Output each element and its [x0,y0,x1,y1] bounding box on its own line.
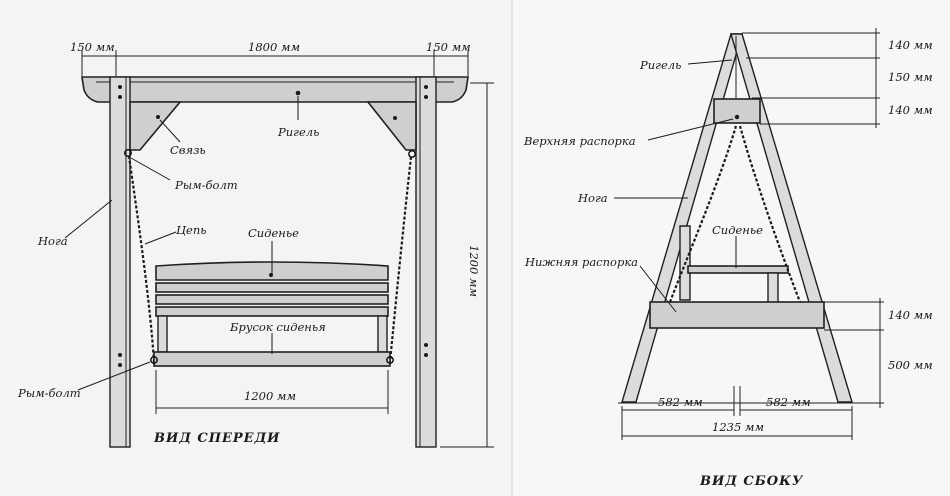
front-seat-post-left [157,315,168,353]
front-view-title: ВИД СПЕРЕДИ [153,431,280,446]
front-top-dimension: 150 мм 1800 мм 150 мм [70,40,471,76]
front-seat-bar [153,351,391,367]
dim-overhang-right: 150 мм [426,40,471,54]
dim-half-right: 582 мм [766,395,811,409]
label-eye-bolt-bottom: Рым-болт [17,386,81,400]
front-seat-dimension: 1200 мм [155,370,389,414]
dim-lower-brace: 140 мм [888,308,933,322]
label-eye-bolt-top: Рым-болт [174,178,238,192]
side-label-beam: Ригель [639,58,681,72]
front-seat-board-2 [155,294,389,305]
side-chain-right [738,125,802,303]
dim-height: 1200 мм [467,245,481,297]
dim-lower-height: 500 мм [888,358,933,372]
side-seat [687,265,789,274]
front-leg-right [415,76,437,448]
dim-span: 1800 мм [248,40,300,54]
front-chain-right [388,156,413,363]
side-label-lower-spacer: Нижняя распорка [524,255,638,269]
front-leg-left [109,76,131,448]
side-view-title: ВИД СБОКУ [699,474,804,489]
label-chain: Цепь [176,223,207,237]
label-leg: Нога [37,234,68,248]
side-label-upper-spacer: Верхняя распорка [523,134,636,148]
front-beam [81,76,469,103]
front-seat-post-right [377,315,388,353]
dim-top-2: 150 мм [888,70,933,84]
side-label-seat: Сиденье [712,223,763,237]
front-seat-board-1 [155,282,389,293]
dim-half-left: 582 мм [658,395,703,409]
dim-seat-width: 1200 мм [244,389,296,403]
side-upper-spacer [713,98,761,124]
front-view: 150 мм 1800 мм 150 мм [17,40,494,448]
side-label-leg: Нога [577,191,608,205]
label-brace: Связь [170,143,206,157]
label-seat-bar: Брусок сиденья [229,320,326,334]
dim-top-1: 140 мм [888,38,933,52]
front-brace-right [366,101,417,151]
side-lower-spacer [649,301,825,329]
side-bottom-dimensions: 582 мм 582 мм 1235 мм [621,386,853,440]
dim-top-3: 140 мм [888,103,933,117]
side-view: 140 мм 150 мм 140 мм 140 мм 500 мм 582 м… [523,28,933,489]
eye-bolt-bottom-right-icon [386,356,394,364]
label-beam: Ригель [277,125,319,139]
dim-base: 1235 мм [712,420,764,434]
dim-overhang-left: 150 мм [70,40,115,54]
side-seat-post [767,272,779,304]
beam-bolt-icon [295,90,301,96]
right-sheet [512,0,950,496]
eye-bolt-bottom-left-icon [150,356,158,364]
side-chain-left [668,125,738,303]
side-right-dimensions: 140 мм 150 мм 140 мм 140 мм 500 мм [742,28,933,408]
front-brace-left [129,101,182,151]
front-height-dimension: 1200 мм [440,82,494,448]
front-seat-board-3 [155,306,389,317]
label-seat: Сиденье [248,226,299,240]
